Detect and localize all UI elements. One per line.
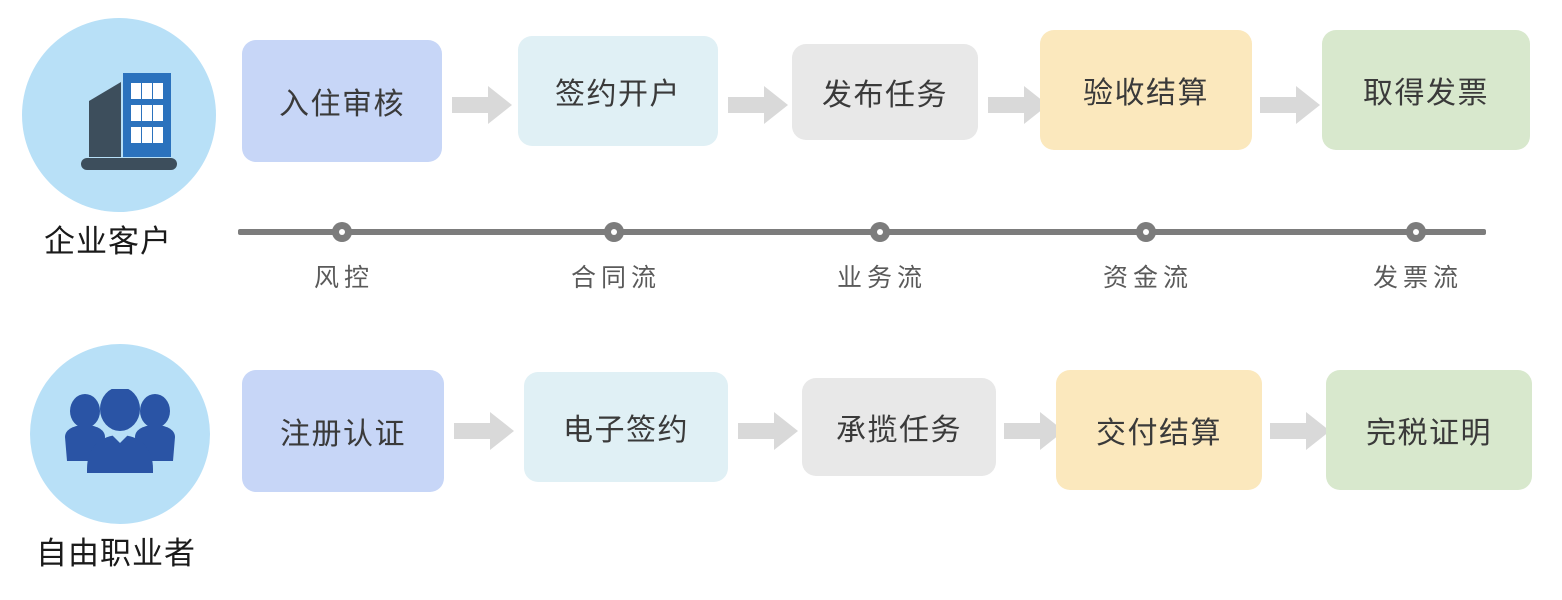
step-label-enterprise-1: 入住审核: [279, 88, 405, 121]
timeline-dot-1[interactable]: [332, 222, 352, 242]
step-label-enterprise-5: 取得发票: [1363, 77, 1489, 110]
timeline-label-4: 资金流: [1102, 264, 1194, 292]
step-label-enterprise-3: 发布任务: [822, 79, 948, 112]
step-label-freelancer-3: 承揽任务: [836, 414, 962, 447]
right-arrow-icon: [1260, 86, 1320, 124]
step-label-freelancer-4: 交付结算: [1096, 417, 1222, 450]
step-label-freelancer-2: 电子签约: [563, 414, 689, 447]
right-arrow-icon: [454, 412, 514, 450]
freelancer-persona-label: 自由职业者: [36, 536, 196, 571]
step-label-enterprise-2: 签约开户: [555, 78, 681, 111]
timeline-label-2: 合同流: [570, 264, 662, 292]
step-box-enterprise-1[interactable]: 入住审核: [242, 40, 442, 162]
arrow-freelancer-4: [1270, 412, 1330, 455]
right-arrow-icon: [728, 86, 788, 124]
step-label-freelancer-5: 完税证明: [1366, 417, 1492, 450]
arrow-enterprise-2: [728, 86, 788, 129]
freelancer-persona-icon-circle: [30, 344, 210, 524]
arrow-freelancer-1: [454, 412, 514, 455]
timeline-dot-5[interactable]: [1406, 222, 1426, 242]
step-box-enterprise-3[interactable]: 发布任务: [792, 44, 978, 140]
people-group-icon: [65, 389, 175, 473]
step-box-freelancer-2[interactable]: 电子签约: [524, 372, 728, 482]
arrow-freelancer-2: [738, 412, 798, 455]
step-box-freelancer-1[interactable]: 注册认证: [242, 370, 444, 492]
office-building-icon: [81, 73, 177, 170]
enterprise-persona-icon-circle: [22, 18, 216, 212]
enterprise-persona-label: 企业客户: [44, 224, 172, 259]
timeline-label-3: 业务流: [836, 264, 928, 292]
step-box-enterprise-4[interactable]: 验收结算: [1040, 30, 1252, 150]
right-arrow-icon: [1270, 412, 1330, 450]
arrow-enterprise-3: [988, 86, 1048, 129]
arrow-freelancer-3: [1004, 412, 1064, 455]
step-label-enterprise-4: 验收结算: [1083, 77, 1209, 110]
timeline-dot-3[interactable]: [870, 222, 890, 242]
right-arrow-icon: [1004, 412, 1064, 450]
right-arrow-icon: [452, 86, 512, 124]
timeline-axis-line: [238, 229, 1486, 235]
arrow-enterprise-4: [1260, 86, 1320, 129]
timeline-dot-4[interactable]: [1136, 222, 1156, 242]
timeline-label-1: 风控: [313, 264, 375, 292]
step-box-enterprise-2[interactable]: 签约开户: [518, 36, 718, 146]
right-arrow-icon: [738, 412, 798, 450]
step-label-freelancer-1: 注册认证: [280, 418, 406, 451]
right-arrow-icon: [988, 86, 1048, 124]
timeline-dot-2[interactable]: [604, 222, 624, 242]
arrow-enterprise-1: [452, 86, 512, 129]
step-box-freelancer-5[interactable]: 完税证明: [1326, 370, 1532, 490]
step-box-enterprise-5[interactable]: 取得发票: [1322, 30, 1530, 150]
timeline-label-5: 发票流: [1372, 264, 1464, 292]
step-box-freelancer-4[interactable]: 交付结算: [1056, 370, 1262, 490]
step-box-freelancer-3[interactable]: 承揽任务: [802, 378, 996, 476]
